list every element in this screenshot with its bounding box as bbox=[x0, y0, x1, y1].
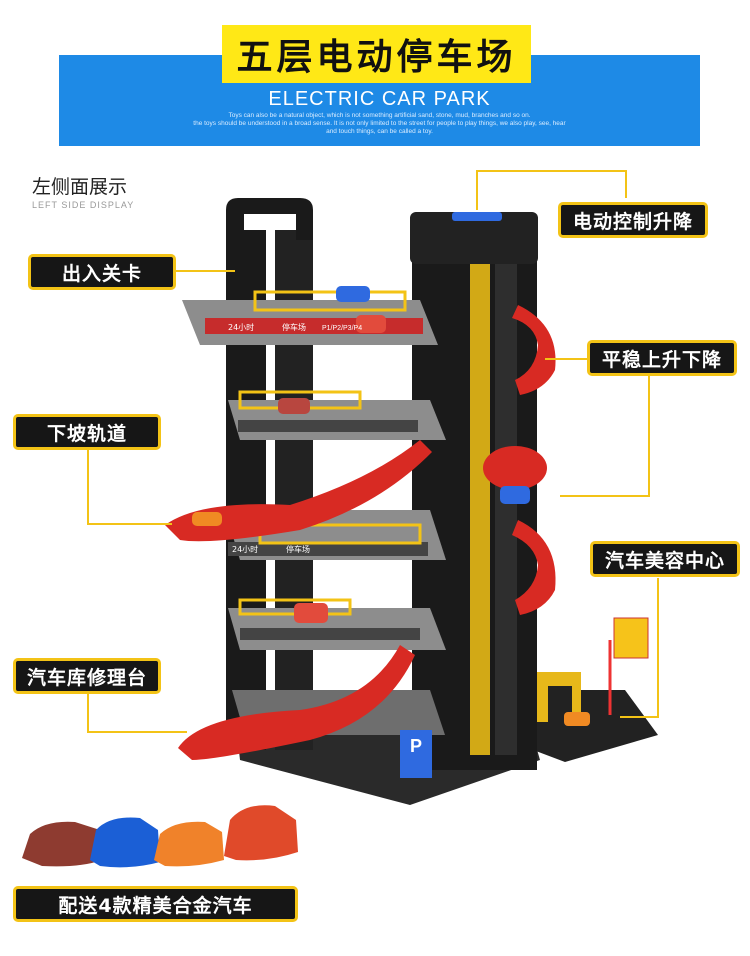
lower-ramp bbox=[178, 645, 415, 760]
lift-shaft bbox=[495, 255, 517, 755]
sign-parking-lower: 停车场 bbox=[286, 544, 310, 554]
entrance-arch bbox=[226, 198, 313, 240]
upper-ramp bbox=[165, 440, 432, 542]
fine-print-line-3: and touch things, can be called a toy. bbox=[326, 128, 433, 135]
callout-entrance: 出入关卡 bbox=[28, 254, 176, 290]
line-downhill-h bbox=[87, 523, 172, 525]
view-title: 左侧面展示 bbox=[32, 176, 128, 198]
parking-sign bbox=[400, 730, 432, 778]
sign-parking: 停车场 bbox=[282, 322, 306, 332]
bonus-car-blue bbox=[90, 817, 160, 868]
sign-24h-lower: 24小时 bbox=[232, 544, 258, 554]
line-wash-h bbox=[620, 716, 659, 718]
english-title: ELECTRIC CAR PARK bbox=[268, 88, 491, 110]
sign-24h: 24小时 bbox=[228, 322, 254, 332]
blue-car bbox=[336, 286, 370, 302]
callout-bonus-cars: 配送4款精美合金汽车 bbox=[13, 886, 298, 922]
page-title: 五层电动停车场 bbox=[222, 25, 531, 83]
bonus-car-red bbox=[224, 805, 298, 861]
tower-stripe bbox=[470, 255, 490, 755]
view-subtitle: LEFT SIDE DISPLAY bbox=[32, 200, 135, 210]
red-car-floor-5 bbox=[356, 315, 386, 333]
lift-platform bbox=[483, 446, 547, 490]
wash-car bbox=[564, 712, 590, 726]
line-wash-v bbox=[657, 578, 659, 718]
bonus-car-brown bbox=[22, 821, 102, 867]
car-wash-sign bbox=[613, 617, 649, 659]
bonus-cars bbox=[22, 805, 298, 868]
bonus-car-orange bbox=[154, 821, 224, 867]
fine-print-line-2: the toys should be understood in a broad… bbox=[193, 120, 566, 127]
callout-smooth-lift: 平稳上升下降 bbox=[587, 340, 737, 376]
tower-lights bbox=[452, 212, 502, 221]
line-repair-v bbox=[87, 693, 89, 733]
sign-levels: P1/P2/P3/P4 bbox=[322, 325, 362, 332]
callout-repair-station: 汽车库修理台 bbox=[13, 658, 161, 694]
line-electric-h bbox=[476, 170, 626, 172]
parking-sign-label: P bbox=[410, 736, 422, 756]
line-electric-v bbox=[476, 170, 478, 210]
line-lift-h bbox=[560, 495, 650, 497]
fine-print-line-1: Toys can also be a natural object, which… bbox=[228, 112, 531, 119]
red-car-ramp bbox=[262, 724, 296, 740]
callout-car-wash: 汽车美容中心 bbox=[590, 541, 740, 577]
line-entrance bbox=[175, 270, 235, 272]
orange-car-ramp bbox=[192, 512, 222, 526]
spiral-ramp-top bbox=[512, 305, 556, 395]
tower-top bbox=[410, 212, 538, 264]
spiral-ramp-bottom bbox=[512, 520, 556, 615]
line-downhill-v bbox=[87, 450, 89, 525]
floor-2 bbox=[228, 598, 446, 650]
callout-electric-lift: 电动控制升降 bbox=[558, 202, 708, 238]
line-lift-v bbox=[648, 375, 650, 497]
brown-car bbox=[278, 398, 310, 414]
line-repair-h bbox=[87, 731, 187, 733]
line-smooth bbox=[545, 358, 587, 360]
callout-downhill-track: 下坡轨道 bbox=[13, 414, 161, 450]
red-car-floor-2 bbox=[294, 603, 328, 623]
lift-car bbox=[500, 486, 530, 504]
line-electric-v2 bbox=[625, 170, 627, 198]
